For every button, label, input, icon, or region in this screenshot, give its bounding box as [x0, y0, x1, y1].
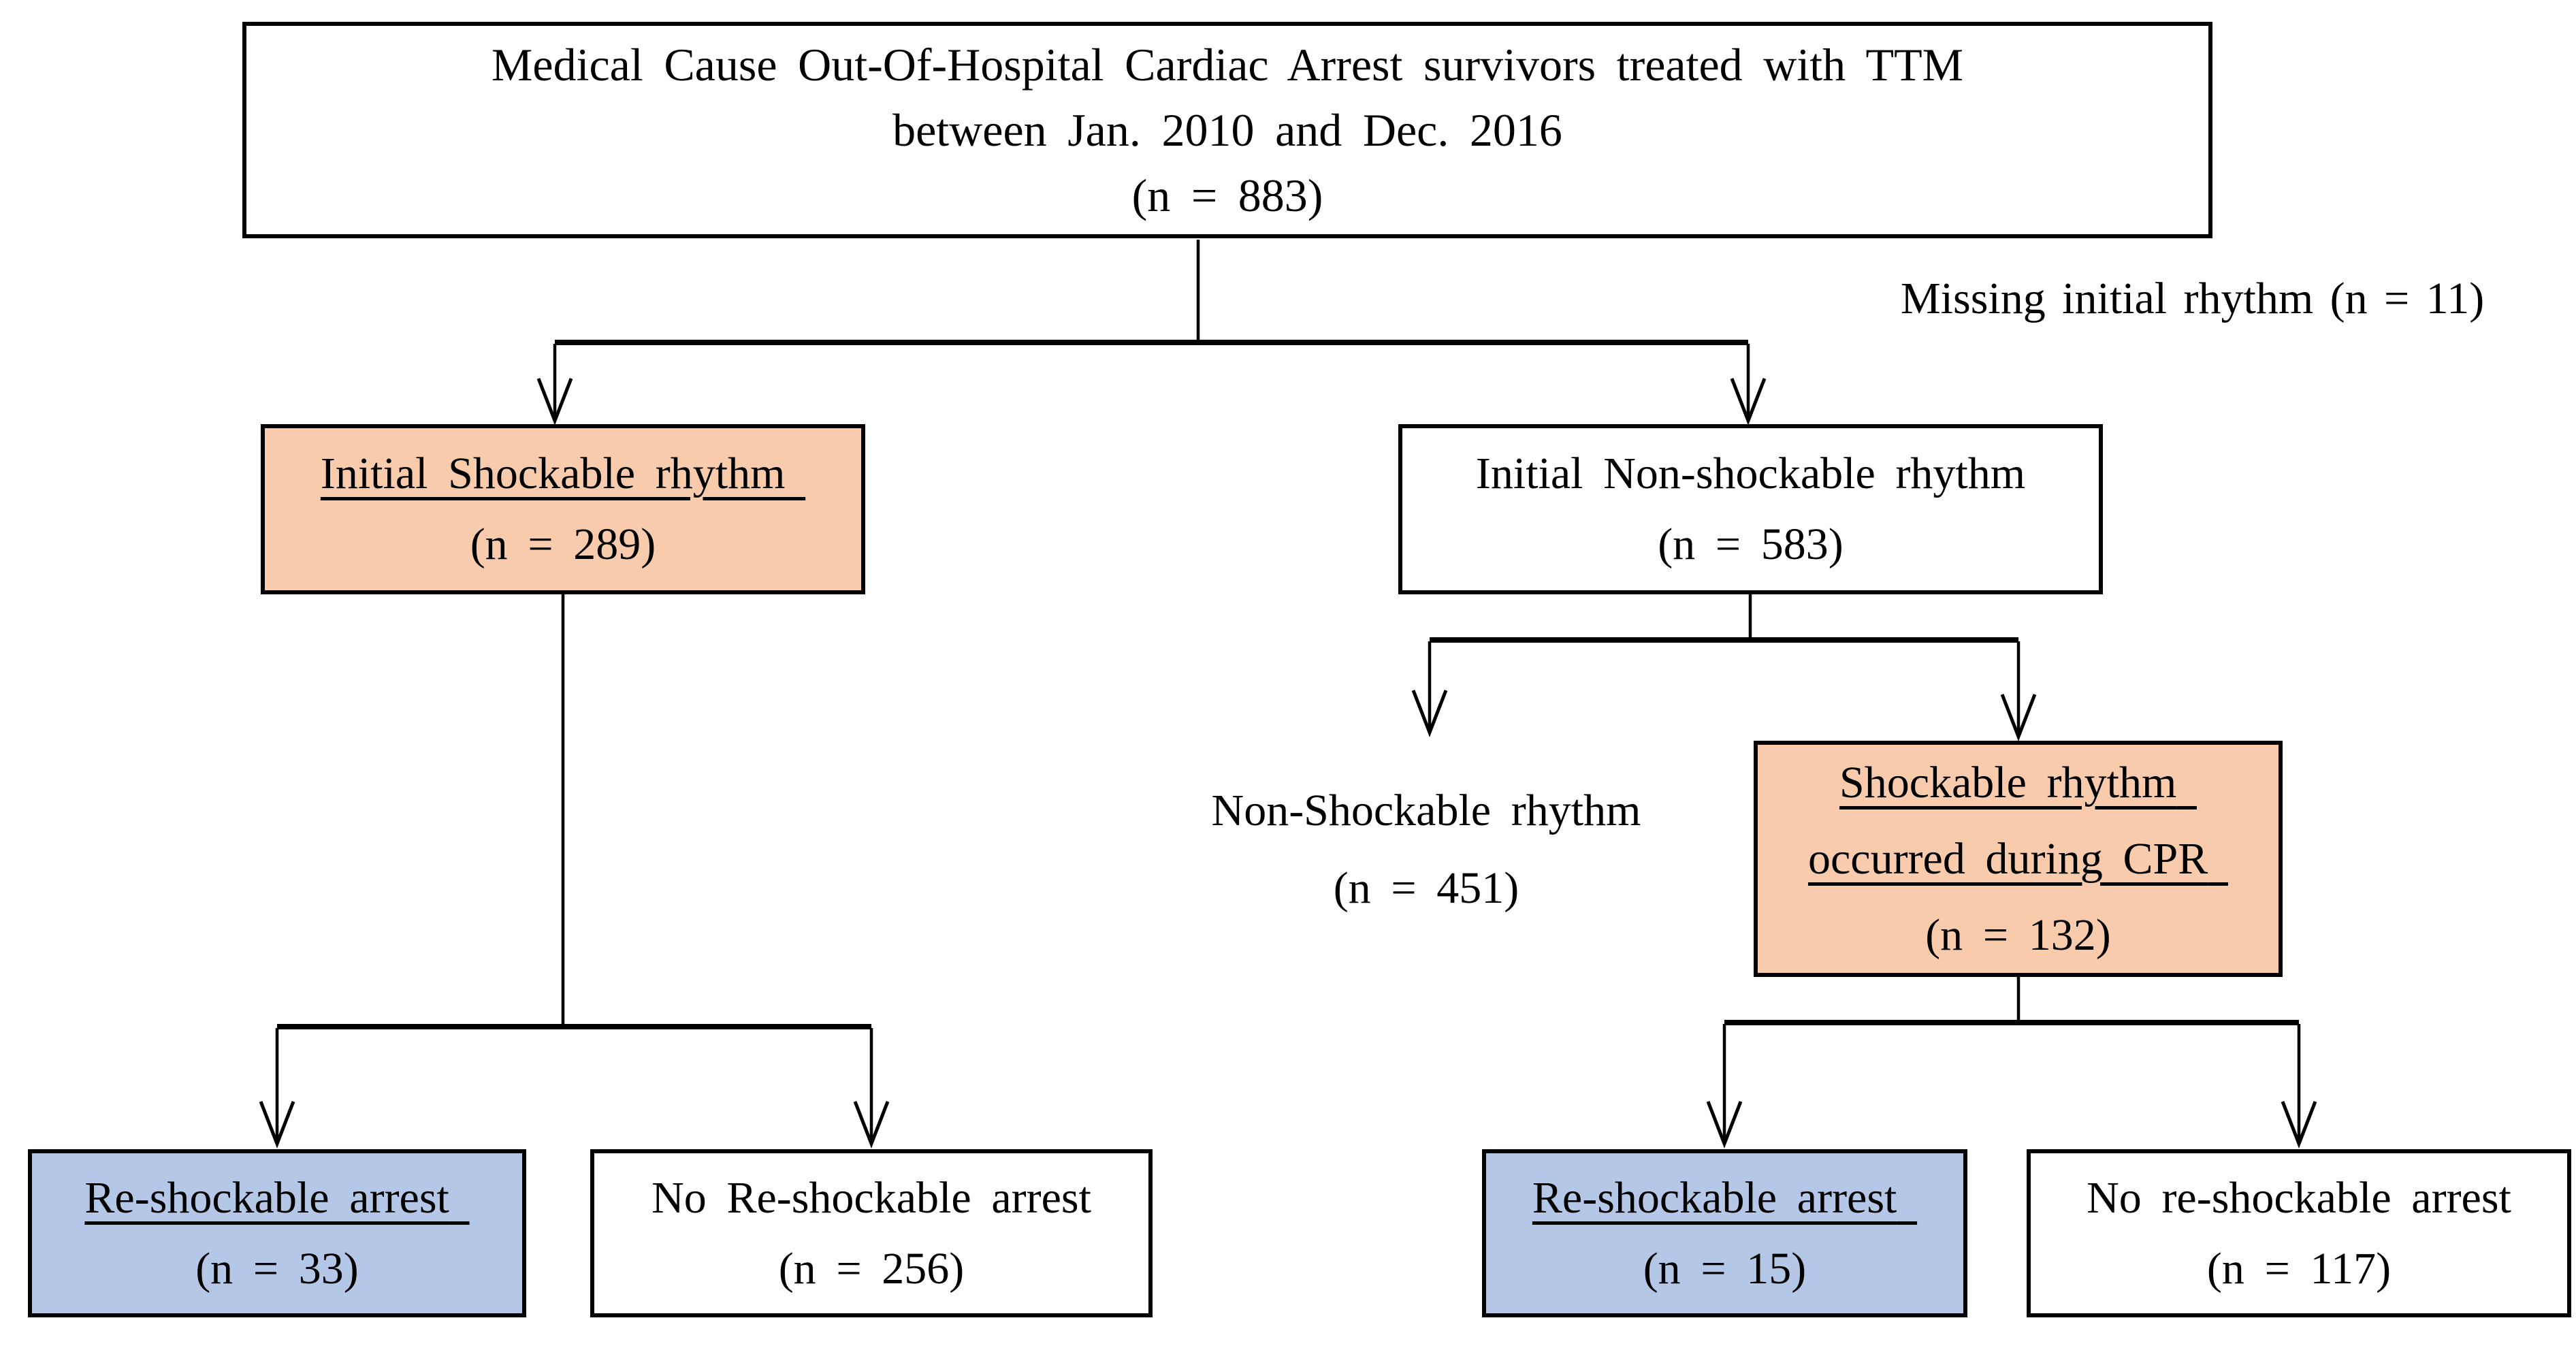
- node-count: (n = 256): [778, 1243, 965, 1294]
- node-title: Non-Shockable rhythm: [1211, 786, 1641, 835]
- missing-rhythm-note: Missing initial rhythm (n = 11): [1901, 274, 2485, 323]
- node-no-re-shockable-initial: No Re-shockable arrest (n = 256): [590, 1149, 1153, 1317]
- node-title-line-2: occurred during CPR: [1807, 833, 2208, 884]
- node-title: Re-shockable arrest: [84, 1172, 449, 1223]
- connector-shockable-split: [259, 594, 890, 1149]
- node-no-re-shockable-cpr: No re-shockable arrest (n = 117): [2027, 1149, 2571, 1317]
- node-re-shockable-cpr: Re-shockable arrest (n = 15): [1482, 1149, 1967, 1317]
- node-title: No re-shockable arrest: [2087, 1172, 2511, 1223]
- node-count: (n = 289): [470, 519, 656, 569]
- node-title: Initial Non-shockable rhythm: [1475, 449, 2026, 498]
- node-count: (n = 33): [195, 1243, 359, 1294]
- node-count: (n = 15): [1643, 1243, 1807, 1294]
- connector-nonshockable-split: [1411, 594, 2037, 741]
- cohort-line-1: Medical Cause Out-Of-Hospital Cardiac Ar…: [491, 39, 1964, 91]
- cohort-count: (n = 883): [1131, 170, 1323, 221]
- node-non-shockable-rhythm: Non-Shockable rhythm (n = 451): [1174, 761, 1678, 938]
- connector-cpr-split: [1706, 977, 2317, 1149]
- node-cohort: Medical Cause Out-Of-Hospital Cardiac Ar…: [242, 22, 2212, 238]
- node-initial-shockable: Initial Shockable rhythm (n = 289): [261, 424, 865, 594]
- node-shockable-during-cpr: Shockable rhythm occurred during CPR (n …: [1754, 741, 2283, 977]
- cohort-line-2: between Jan. 2010 and Dec. 2016: [892, 104, 1562, 156]
- node-re-shockable-initial: Re-shockable arrest (n = 33): [28, 1149, 526, 1317]
- node-title: Initial Shockable rhythm: [320, 449, 786, 498]
- node-title: Re-shockable arrest: [1532, 1172, 1897, 1223]
- node-count: (n = 451): [1333, 863, 1519, 913]
- node-count: (n = 132): [1925, 910, 2111, 960]
- node-count: (n = 117): [2206, 1243, 2392, 1294]
- node-title-line-1: Shockable rhythm: [1839, 757, 2177, 807]
- connector-root-split: [536, 240, 1767, 426]
- node-title: No Re-shockable arrest: [651, 1172, 1091, 1223]
- node-initial-non-shockable: Initial Non-shockable rhythm (n = 583): [1398, 424, 2103, 594]
- node-count: (n = 583): [1658, 519, 1844, 569]
